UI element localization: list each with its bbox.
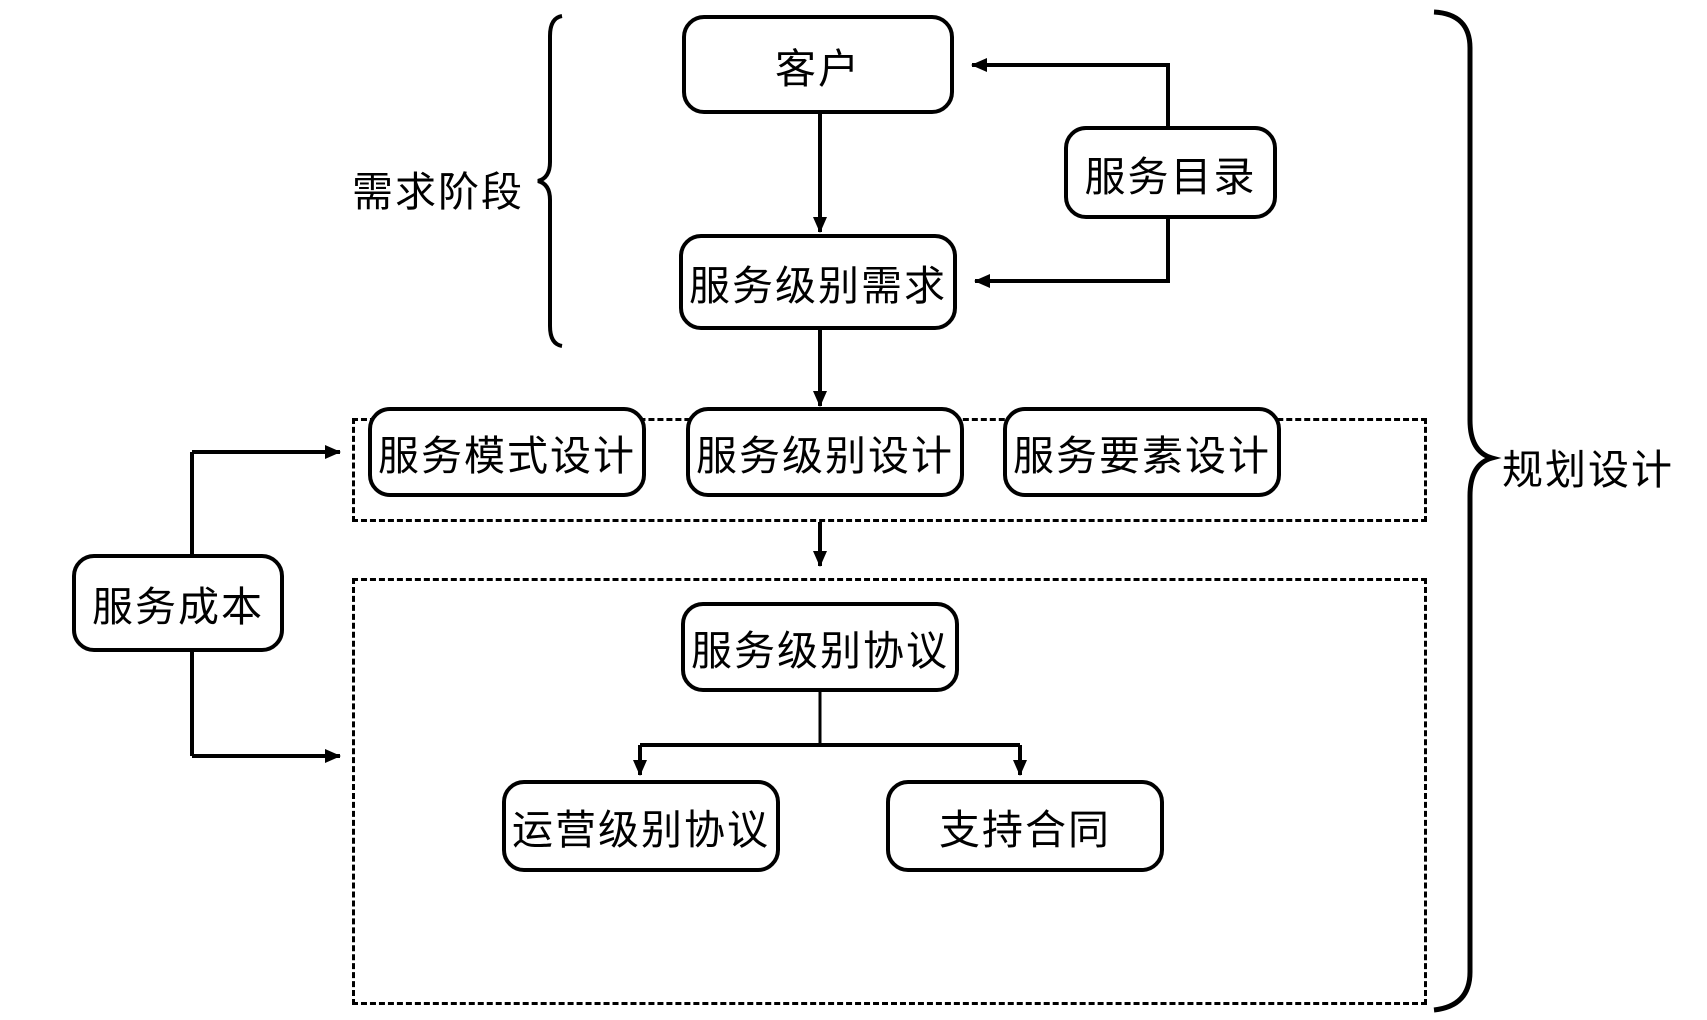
node-sla[interactable]: 服务级别协议 (681, 602, 959, 692)
node-service-mode-design[interactable]: 服务模式设计 (368, 407, 646, 497)
label-planning-design: 规划设计 (1502, 436, 1674, 496)
node-ola[interactable]: 运营级别协议 (502, 780, 780, 872)
node-service-catalog-label: 服务目录 (1084, 152, 1257, 201)
node-customer[interactable]: 客户 (682, 15, 954, 114)
edge-catalog-to-slr (974, 219, 1170, 288)
planning-design-brace (1433, 9, 1502, 1013)
node-service-level-requirement-label: 服务级别需求 (689, 262, 947, 310)
node-service-element-design[interactable]: 服务要素设计 (1003, 407, 1281, 497)
node-service-cost[interactable]: 服务成本 (72, 554, 284, 652)
node-service-cost-label: 服务成本 (92, 583, 264, 631)
node-service-catalog[interactable]: 服务目录 (1064, 126, 1277, 219)
node-ola-label: 运营级别协议 (512, 806, 770, 854)
node-service-element-design-label: 服务要素设计 (1013, 432, 1271, 480)
node-sla-label: 服务级别协议 (691, 627, 949, 675)
edge-catalog-to-customer (971, 58, 1170, 126)
node-support-contract-label: 支持合同 (939, 806, 1111, 854)
label-planning-design-text: 规划设计 (1502, 446, 1674, 494)
requirement-phase-brace (537, 14, 563, 348)
label-requirement-phase: 需求阶段 (352, 158, 524, 218)
label-requirement-phase-text: 需求阶段 (352, 168, 524, 216)
node-service-level-requirement[interactable]: 服务级别需求 (679, 234, 957, 330)
node-customer-label: 客户 (775, 44, 861, 93)
agreement-stage-container (352, 578, 1427, 1005)
node-service-mode-design-label: 服务模式设计 (378, 432, 636, 480)
node-service-level-design[interactable]: 服务级别设计 (686, 407, 964, 497)
node-support-contract[interactable]: 支持合同 (886, 780, 1164, 872)
node-service-level-design-label: 服务级别设计 (696, 432, 954, 480)
